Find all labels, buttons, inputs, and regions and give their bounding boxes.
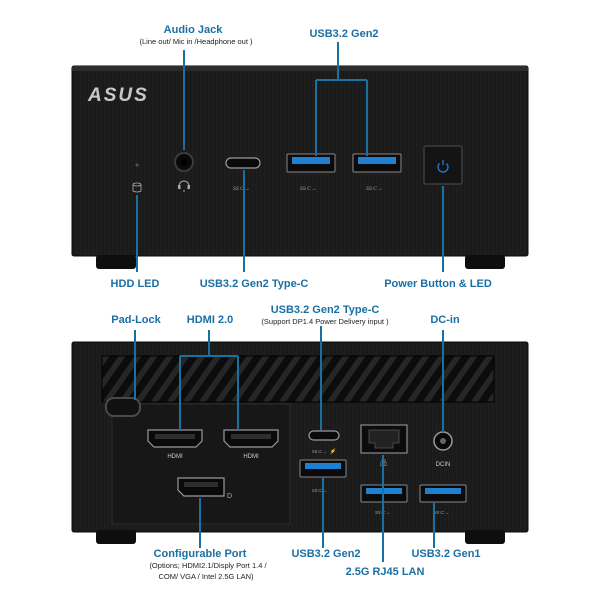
rear-vent (101, 355, 495, 403)
ss-logo-rear-c: ss⊂→ ⚡ (312, 448, 337, 455)
front-panel: ASUS ss⊂→ ss⊂→ ss⊂→ (71, 65, 529, 269)
hdmi-port-2[interactable] (223, 429, 279, 448)
rear-foot-left (96, 530, 136, 544)
front-foot-left (96, 255, 136, 269)
ss-logo-rear-a: ss⊂→ (312, 488, 328, 494)
rear-callouts (134, 326, 444, 562)
ss-logo-front-a1: ss⊂→ (300, 186, 317, 192)
label-configurable-port: Configurable Port (153, 548, 247, 560)
asus-logo: ASUS (87, 85, 149, 106)
label-hdmi: HDMI 2.0 (186, 314, 234, 326)
dp-icon: D (227, 493, 232, 500)
rear-panel: HDMI HDMI D ss⊂→ ⚡ ss⊂→ 品 (71, 341, 529, 544)
label-audio-jack: Audio Jack (163, 24, 223, 36)
label-rear-usb-c-note: (Support DP1.4 Power Delivery input ) (261, 317, 389, 326)
label-hdd-led: HDD LED (110, 278, 160, 290)
ss-logo-front-a2: ss⊂→ (366, 186, 383, 192)
hdmi-label-1: HDMI (167, 454, 183, 460)
front-foot-right (465, 255, 505, 269)
front-usb-a-port-2[interactable] (352, 153, 402, 173)
hdmi-label-2: HDMI (243, 454, 259, 460)
power-icon (437, 160, 449, 173)
dcin-label: DCIN (436, 462, 451, 468)
hdd-icon (132, 182, 142, 193)
label-config-note-1: (Options; HDMI2.1/Disply Port 1.4 / (149, 561, 267, 570)
label-front-usb-gen2: USB3.2 Gen2 (309, 28, 379, 40)
front-usb-a-port-1[interactable] (286, 153, 336, 173)
label-front-usb-c: USB3.2 Gen2 Type-C (199, 278, 309, 290)
front-callouts (136, 42, 444, 272)
pad-lock-loop[interactable] (105, 397, 141, 417)
label-power-button: Power Button & LED (384, 278, 492, 290)
label-config-note-2: COM/ VGA / Intel 2.5G LAN) (158, 572, 254, 581)
label-pad-lock: Pad-Lock (111, 314, 161, 326)
configurable-port[interactable] (177, 477, 225, 497)
label-audio-jack-note: (Line out/ Mic in /Headphone out ) (139, 37, 253, 46)
hdd-led-dot (135, 163, 139, 167)
front-top-bevel (72, 66, 528, 71)
rear-usb-a-gen1-port-2[interactable] (419, 484, 467, 503)
ss-logo-front-c: ss⊂→ (233, 186, 250, 192)
rear-foot-right (465, 530, 505, 544)
headset-mic-icon (178, 180, 190, 192)
rear-usb-a-gen2-port[interactable] (299, 459, 347, 478)
label-dc-in: DC-in (430, 314, 460, 326)
rear-usb-c-port[interactable] (308, 430, 340, 441)
label-lan: 2.5G RJ45 LAN (345, 566, 425, 578)
rj45-lan-port[interactable] (360, 424, 408, 454)
hdmi-port-1[interactable] (147, 429, 203, 448)
label-rear-usb-gen2: USB3.2 Gen2 (291, 548, 361, 560)
ss-logo-rear-gen1-2: ss⊂→ (434, 510, 450, 516)
label-rear-usb-c: USB3.2 Gen2 Type-C (270, 304, 380, 316)
label-rear-usb-gen1: USB3.2 Gen1 (411, 548, 481, 560)
front-usb-c-port[interactable] (225, 157, 261, 169)
